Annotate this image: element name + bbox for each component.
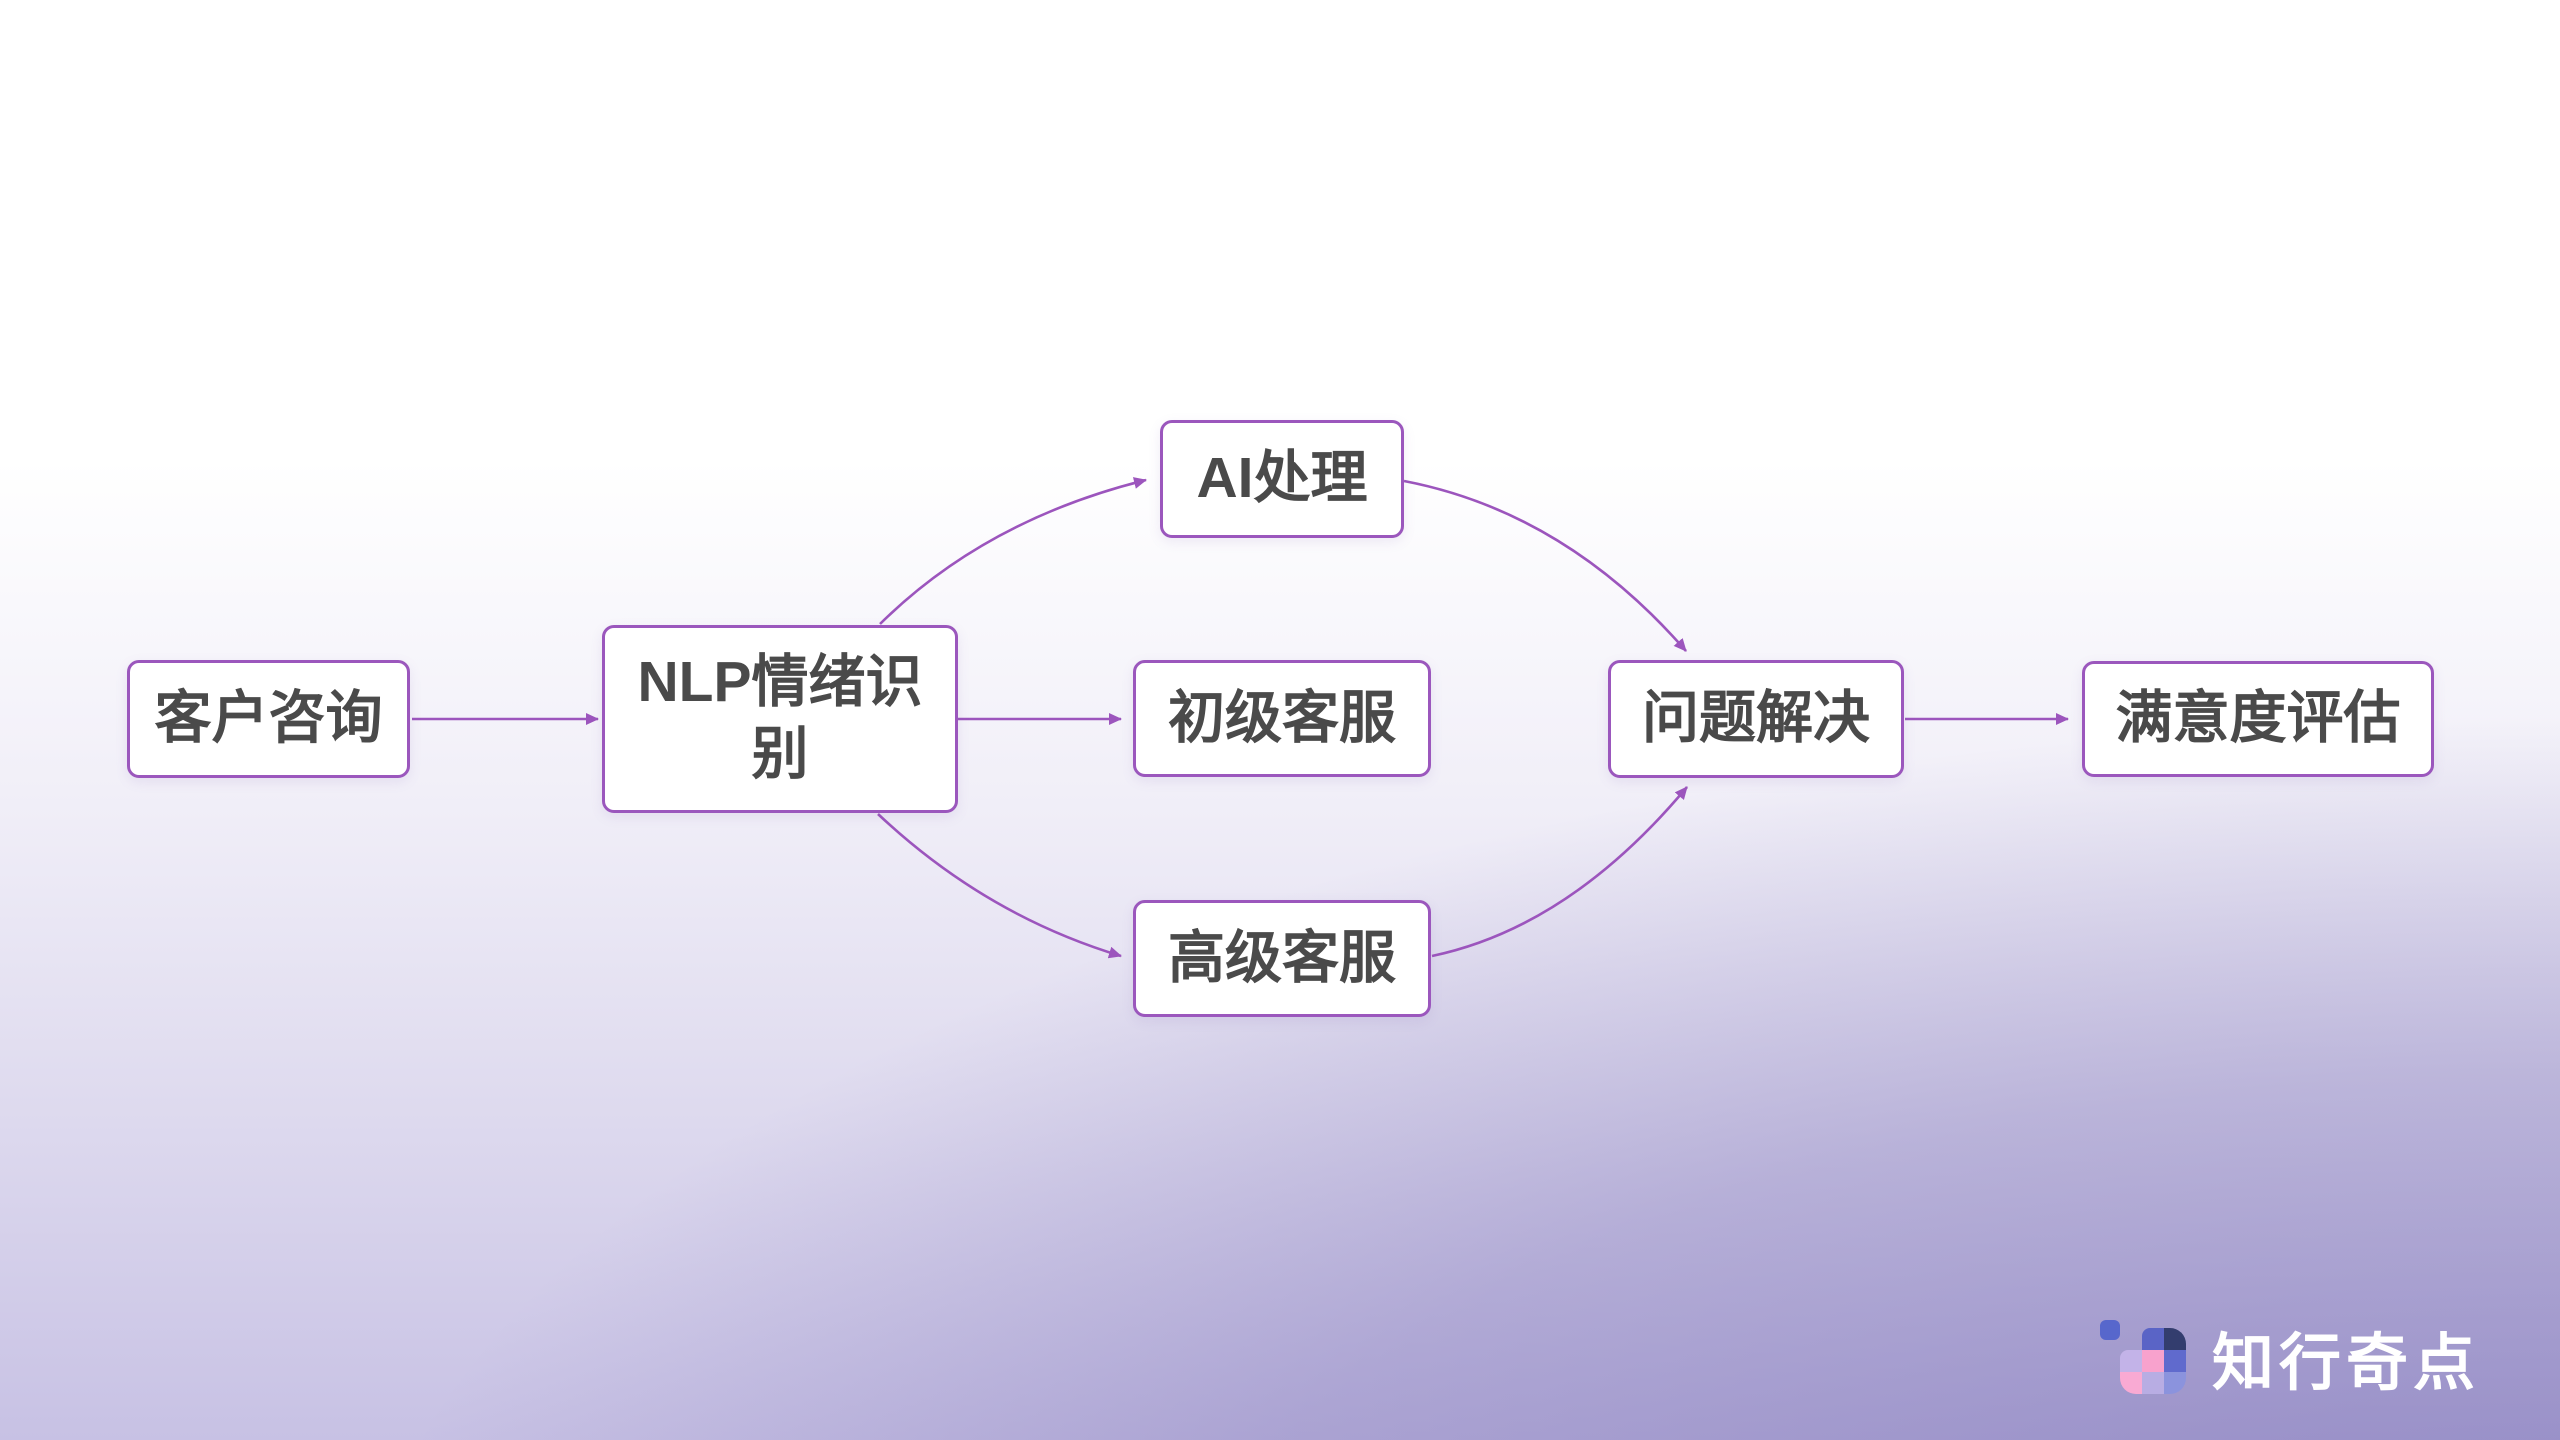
edge-nlp-to-senior <box>877 813 1122 959</box>
node-junior-support-label: 初级客服 <box>1168 685 1396 750</box>
node-senior-support: 高级客服 <box>1133 900 1431 1017</box>
node-ai-processing: AI处理 <box>1160 420 1404 538</box>
logo-grid <box>2120 1328 2186 1394</box>
node-ai-processing-label: AI处理 <box>1196 446 1368 511</box>
node-junior-support: 初级客服 <box>1133 660 1431 777</box>
node-satisfaction-evaluation: 满意度评估 <box>2082 661 2434 777</box>
node-customer-inquiry: 客户咨询 <box>127 660 410 778</box>
node-nlp-emotion-recognition-label: NLP情绪识别 <box>637 650 923 786</box>
node-satisfaction-evaluation-label: 满意度评估 <box>2115 686 2401 751</box>
node-problem-resolution-label: 问题解决 <box>1642 686 1870 751</box>
node-nlp-emotion-recognition: NLP情绪识别 <box>602 625 958 813</box>
edge-senior-to-resolution <box>1431 786 1688 958</box>
node-problem-resolution: 问题解决 <box>1608 660 1904 778</box>
brand-logo: 知行奇点 <box>2096 1312 2480 1402</box>
node-customer-inquiry-label: 客户咨询 <box>154 686 383 751</box>
grid-logo-icon <box>2096 1318 2190 1396</box>
edge-nlp-to-ai <box>879 477 1147 625</box>
node-senior-support-label: 高级客服 <box>1168 925 1396 990</box>
brand-logo-text: 知行奇点 <box>2212 1329 2481 1398</box>
edge-ai-to-resolution <box>1403 479 1687 652</box>
logo-chip-square <box>2100 1320 2120 1340</box>
